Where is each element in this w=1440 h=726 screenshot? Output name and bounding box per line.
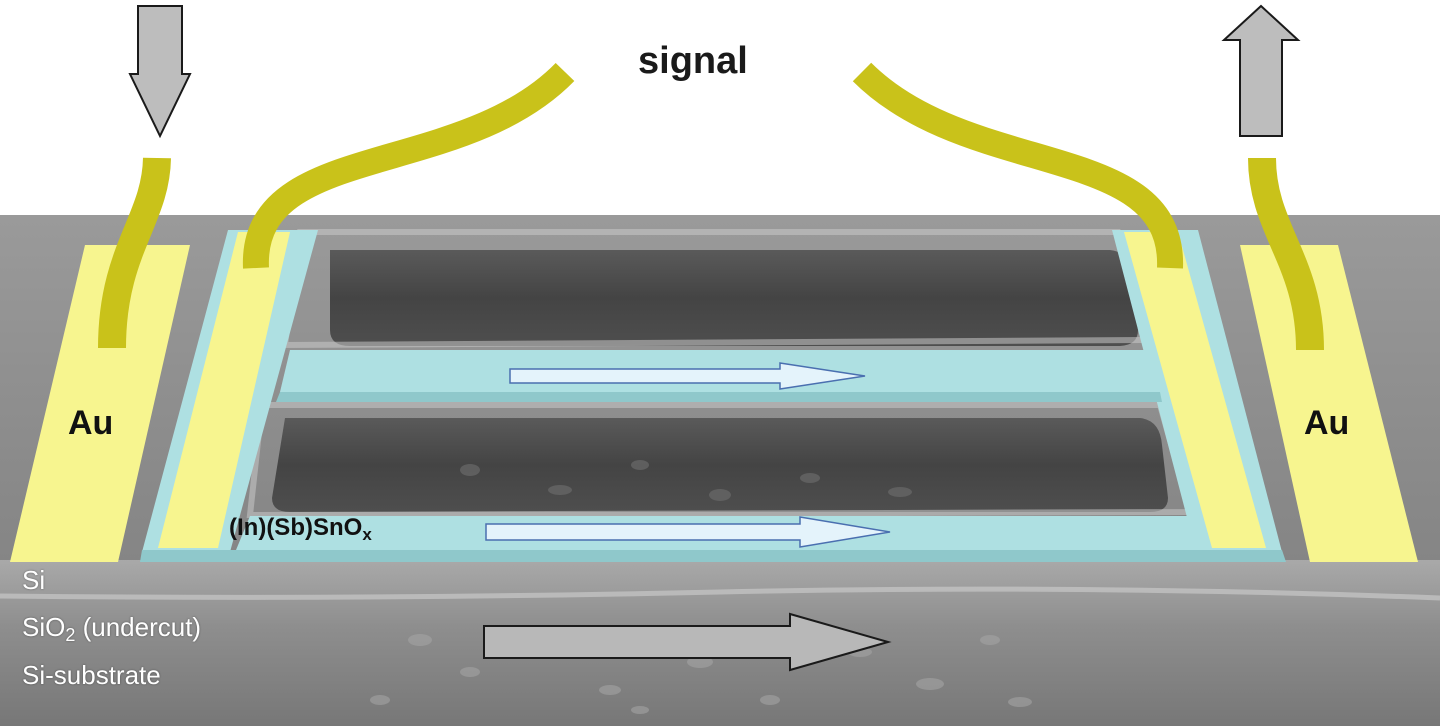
au-contact-right <box>1124 232 1266 548</box>
wire-right-signal <box>852 62 1184 269</box>
au-label-right: Au <box>1304 404 1350 442</box>
wire-left-outer <box>98 157 171 349</box>
input-arrow <box>128 5 192 139</box>
upper-trench <box>330 250 1138 346</box>
film-bridge-upper-edge <box>276 392 1162 402</box>
substrate-arrow <box>483 612 892 672</box>
au-electrode-right <box>1240 245 1418 562</box>
film-bridge-lower-edge <box>140 550 1286 562</box>
film-formula: (In)(Sb)SnO <box>229 514 363 541</box>
output-arrow <box>1221 4 1301 137</box>
wire-left-signal <box>242 62 575 269</box>
lower-trench <box>272 418 1168 512</box>
au-contact-left <box>158 232 290 548</box>
layer-sio2-label: SiO2 (undercut) <box>22 612 201 646</box>
wire-right-outer <box>1248 157 1324 351</box>
au-label-left: Au <box>68 404 114 442</box>
sio2-suffix: (undercut) <box>75 612 202 642</box>
film-label: (In)(Sb)SnOx <box>229 514 372 545</box>
layer-substrate-label: Si-substrate <box>22 660 161 690</box>
flow-arrow-lower <box>485 516 891 548</box>
sio2-formula: SiO <box>22 612 66 642</box>
film-subscript: x <box>362 525 372 544</box>
layer-si-label: Si <box>22 565 46 595</box>
signal-label: signal <box>638 40 748 82</box>
flow-arrow-upper <box>509 362 866 390</box>
undercut-edge <box>0 586 1440 601</box>
trench-texture <box>460 460 912 501</box>
sio2-subscript: 2 <box>65 625 76 645</box>
au-electrode-left <box>10 245 190 562</box>
